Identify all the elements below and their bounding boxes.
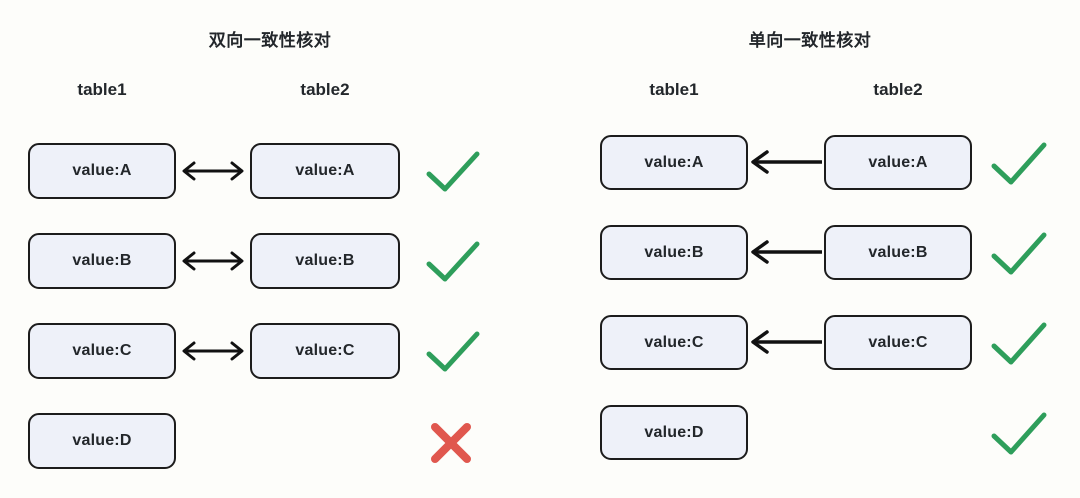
value-box-left-table1-row2[interactable]: value:B: [28, 233, 176, 289]
value-box-left-table2-row1[interactable]: value:A: [250, 143, 400, 199]
value-box-right-table1-row2[interactable]: value:B: [600, 225, 748, 280]
check-icon-left-row3: [423, 328, 483, 381]
panel-title-unidirectional: 单向一致性核对: [748, 31, 872, 50]
panel-title-bidirectional: 双向一致性核对: [208, 31, 332, 50]
double-arrow-icon-left-row2: [178, 247, 248, 275]
check-icon-left-row2: [423, 238, 483, 291]
column-header-table1-right: table1: [649, 80, 699, 99]
left-arrow-icon-right-row3: [748, 328, 826, 356]
value-box-left-table1-row4[interactable]: value:D: [28, 413, 176, 469]
value-box-left-table1-row1[interactable]: value:A: [28, 143, 176, 199]
value-box-right-table1-row1[interactable]: value:A: [600, 135, 748, 190]
check-icon-right-row3: [988, 319, 1050, 374]
panel-bidirectional: 双向一致性核对 table1 table2 value:A value:A va…: [28, 31, 483, 473]
cross-icon-left-row4: [426, 418, 476, 473]
value-box-left-table1-row3[interactable]: value:C: [28, 323, 176, 379]
check-icon-right-row1: [988, 139, 1050, 194]
check-icon-left-row1: [423, 148, 483, 201]
check-icon-right-row2: [988, 229, 1050, 284]
value-box-right-table1-row3[interactable]: value:C: [600, 315, 748, 370]
value-box-right-table2-row3[interactable]: value:C: [824, 315, 972, 370]
value-box-right-table1-row4[interactable]: value:D: [600, 405, 748, 460]
value-box-right-table2-row1[interactable]: value:A: [824, 135, 972, 190]
value-box-left-table2-row3[interactable]: value:C: [250, 323, 400, 379]
panel-unidirectional: 单向一致性核对 table1 table2 value:A value:A va…: [540, 0, 1080, 498]
left-arrow-icon-right-row2: [748, 238, 826, 266]
column-header-table2-left: table2: [300, 80, 350, 99]
check-icon-right-row4: [988, 409, 1050, 464]
column-header-table2-right: table2: [873, 80, 923, 99]
value-box-left-table2-row2[interactable]: value:B: [250, 233, 400, 289]
value-box-right-table2-row2[interactable]: value:B: [824, 225, 972, 280]
double-arrow-icon-left-row1: [178, 157, 248, 185]
left-arrow-icon-right-row1: [748, 148, 826, 176]
double-arrow-icon-left-row3: [178, 337, 248, 365]
column-header-table1-left: table1: [77, 80, 127, 99]
